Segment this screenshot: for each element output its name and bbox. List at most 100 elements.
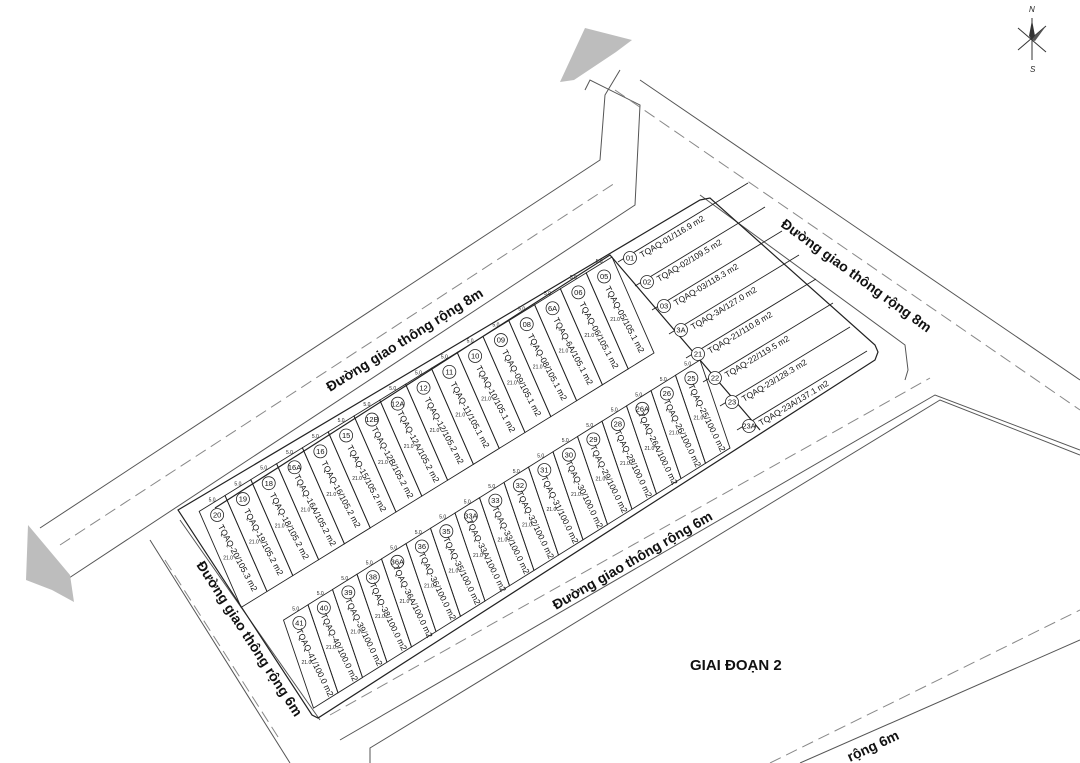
lot-width-dim: 5.0 <box>366 561 373 567</box>
lot-width-dim: 5.0 <box>317 591 324 597</box>
lot-depth-dim: 21.0 <box>375 614 385 620</box>
lot-width-dim: 5.0 <box>586 423 593 429</box>
lot-number: 19 <box>239 495 247 504</box>
lot-number-circle <box>488 493 503 508</box>
road-bottom-centerline <box>769 609 1080 763</box>
lot-number-circle <box>742 419 756 433</box>
lot-depth-dim: 21.0 <box>449 568 459 574</box>
lot-width-dim: 5.0 <box>684 362 691 368</box>
lot-width-dim: 5.0 <box>439 515 446 521</box>
road-label-middle: Đường giao thông rộng 6m <box>550 508 715 613</box>
lot-number-circle <box>691 347 705 361</box>
lot-number-circle <box>635 401 650 416</box>
lot-depth-dim: 21.0 <box>481 396 491 402</box>
lot-number: 41 <box>295 619 303 628</box>
road-label-top: Đường giao thông rộng 8m <box>323 285 486 395</box>
lot-boundary <box>736 350 868 431</box>
lot-number: 09 <box>497 336 505 345</box>
compass-icon: N S <box>1017 5 1047 74</box>
lot-number-circle <box>442 364 457 379</box>
lot-boundary <box>282 604 339 709</box>
lot-width-dim: 5.0 <box>390 545 397 551</box>
road-top-inner-edge <box>65 79 641 581</box>
lot-depth-dim: 21.0 <box>645 446 655 452</box>
lot-number-circle <box>416 380 431 395</box>
lot-number-circle <box>519 317 534 332</box>
lot-depth-dim: 21.0 <box>547 507 557 513</box>
lot-number-circle <box>494 333 508 347</box>
lot-width-dim: 5.0 <box>338 418 345 424</box>
lot-depth-dim: 21.0 <box>473 553 483 559</box>
lot-number-circle <box>390 396 405 411</box>
lot-depth-dim: 21.0 <box>275 524 285 530</box>
lot-number-circle <box>657 299 671 313</box>
lot-number-circle <box>708 371 722 385</box>
lot-number-circle <box>623 251 637 265</box>
lot-number-circle <box>261 476 276 491</box>
road-bottom-edge <box>799 639 1080 763</box>
lot-width-dim: 5.0 <box>513 469 520 475</box>
lot-depth-dim: 21.0 <box>571 492 581 498</box>
lot-boundary <box>651 230 783 311</box>
road-label-bottom-partial: rộng 6m <box>845 727 902 763</box>
lot-depth-dim: 21.0 <box>522 522 532 528</box>
lot-number: 25 <box>687 374 695 383</box>
lot-boundary <box>719 326 851 407</box>
development-block <box>177 197 879 719</box>
lot-number: 31 <box>540 466 548 475</box>
lot-depth-dim: 21.0 <box>610 317 620 323</box>
lot-number: 23A <box>742 422 755 431</box>
lot-boundary <box>198 494 268 609</box>
lot-number: 12A <box>391 399 404 408</box>
road-right-outer-edge <box>639 79 1080 381</box>
road-top-centerline <box>59 182 616 546</box>
lot-number: 11 <box>445 367 453 376</box>
road-right-inner-edge <box>699 194 909 381</box>
lot-number: 18 <box>265 479 273 488</box>
lot-width-dim: 5.0 <box>570 275 577 281</box>
lot-depth-dim: 21.0 <box>249 540 259 546</box>
lot-depth-dim: 21.0 <box>669 431 679 437</box>
lot-number: 16 <box>316 447 324 456</box>
road-right-centerline <box>614 89 1080 411</box>
lot-width-dim: 5.0 <box>544 291 551 297</box>
lot-number-circle <box>414 539 429 554</box>
lot-depth-dim: 21.0 <box>430 428 440 434</box>
lot-number-circle <box>659 386 674 401</box>
lot-depth-dim: 21.0 <box>223 555 233 561</box>
lot-number: 01 <box>626 254 634 263</box>
lot-number: 06 <box>574 288 582 297</box>
lot-number-circle <box>545 301 560 316</box>
lot-number-circle <box>341 585 356 600</box>
lot-depth-dim: 21.0 <box>455 412 465 418</box>
lot-width-dim: 5.0 <box>611 408 618 414</box>
lot-depth-dim: 21.0 <box>301 508 311 514</box>
lot-number: 10 <box>471 352 479 361</box>
phase-2-block-edge <box>369 399 1080 763</box>
lot-number-circle <box>365 570 380 585</box>
lot-number-circle <box>610 417 625 432</box>
lot-number-circle <box>390 554 405 569</box>
lot-number-circle <box>316 600 331 615</box>
lot-width-dim: 5.0 <box>292 606 299 612</box>
lot-number-circle <box>725 395 739 409</box>
road-network <box>39 69 1080 763</box>
lot-number: 35 <box>442 527 450 536</box>
lot-boundary <box>668 254 800 335</box>
lot-number-circle <box>561 447 576 462</box>
lot-number-circle <box>512 478 527 493</box>
lot-number-circle <box>674 323 688 337</box>
lot-number-circle <box>236 492 250 506</box>
lot-width-dim: 5.0 <box>234 482 241 488</box>
lot-width-dim: 5.0 <box>312 434 319 440</box>
